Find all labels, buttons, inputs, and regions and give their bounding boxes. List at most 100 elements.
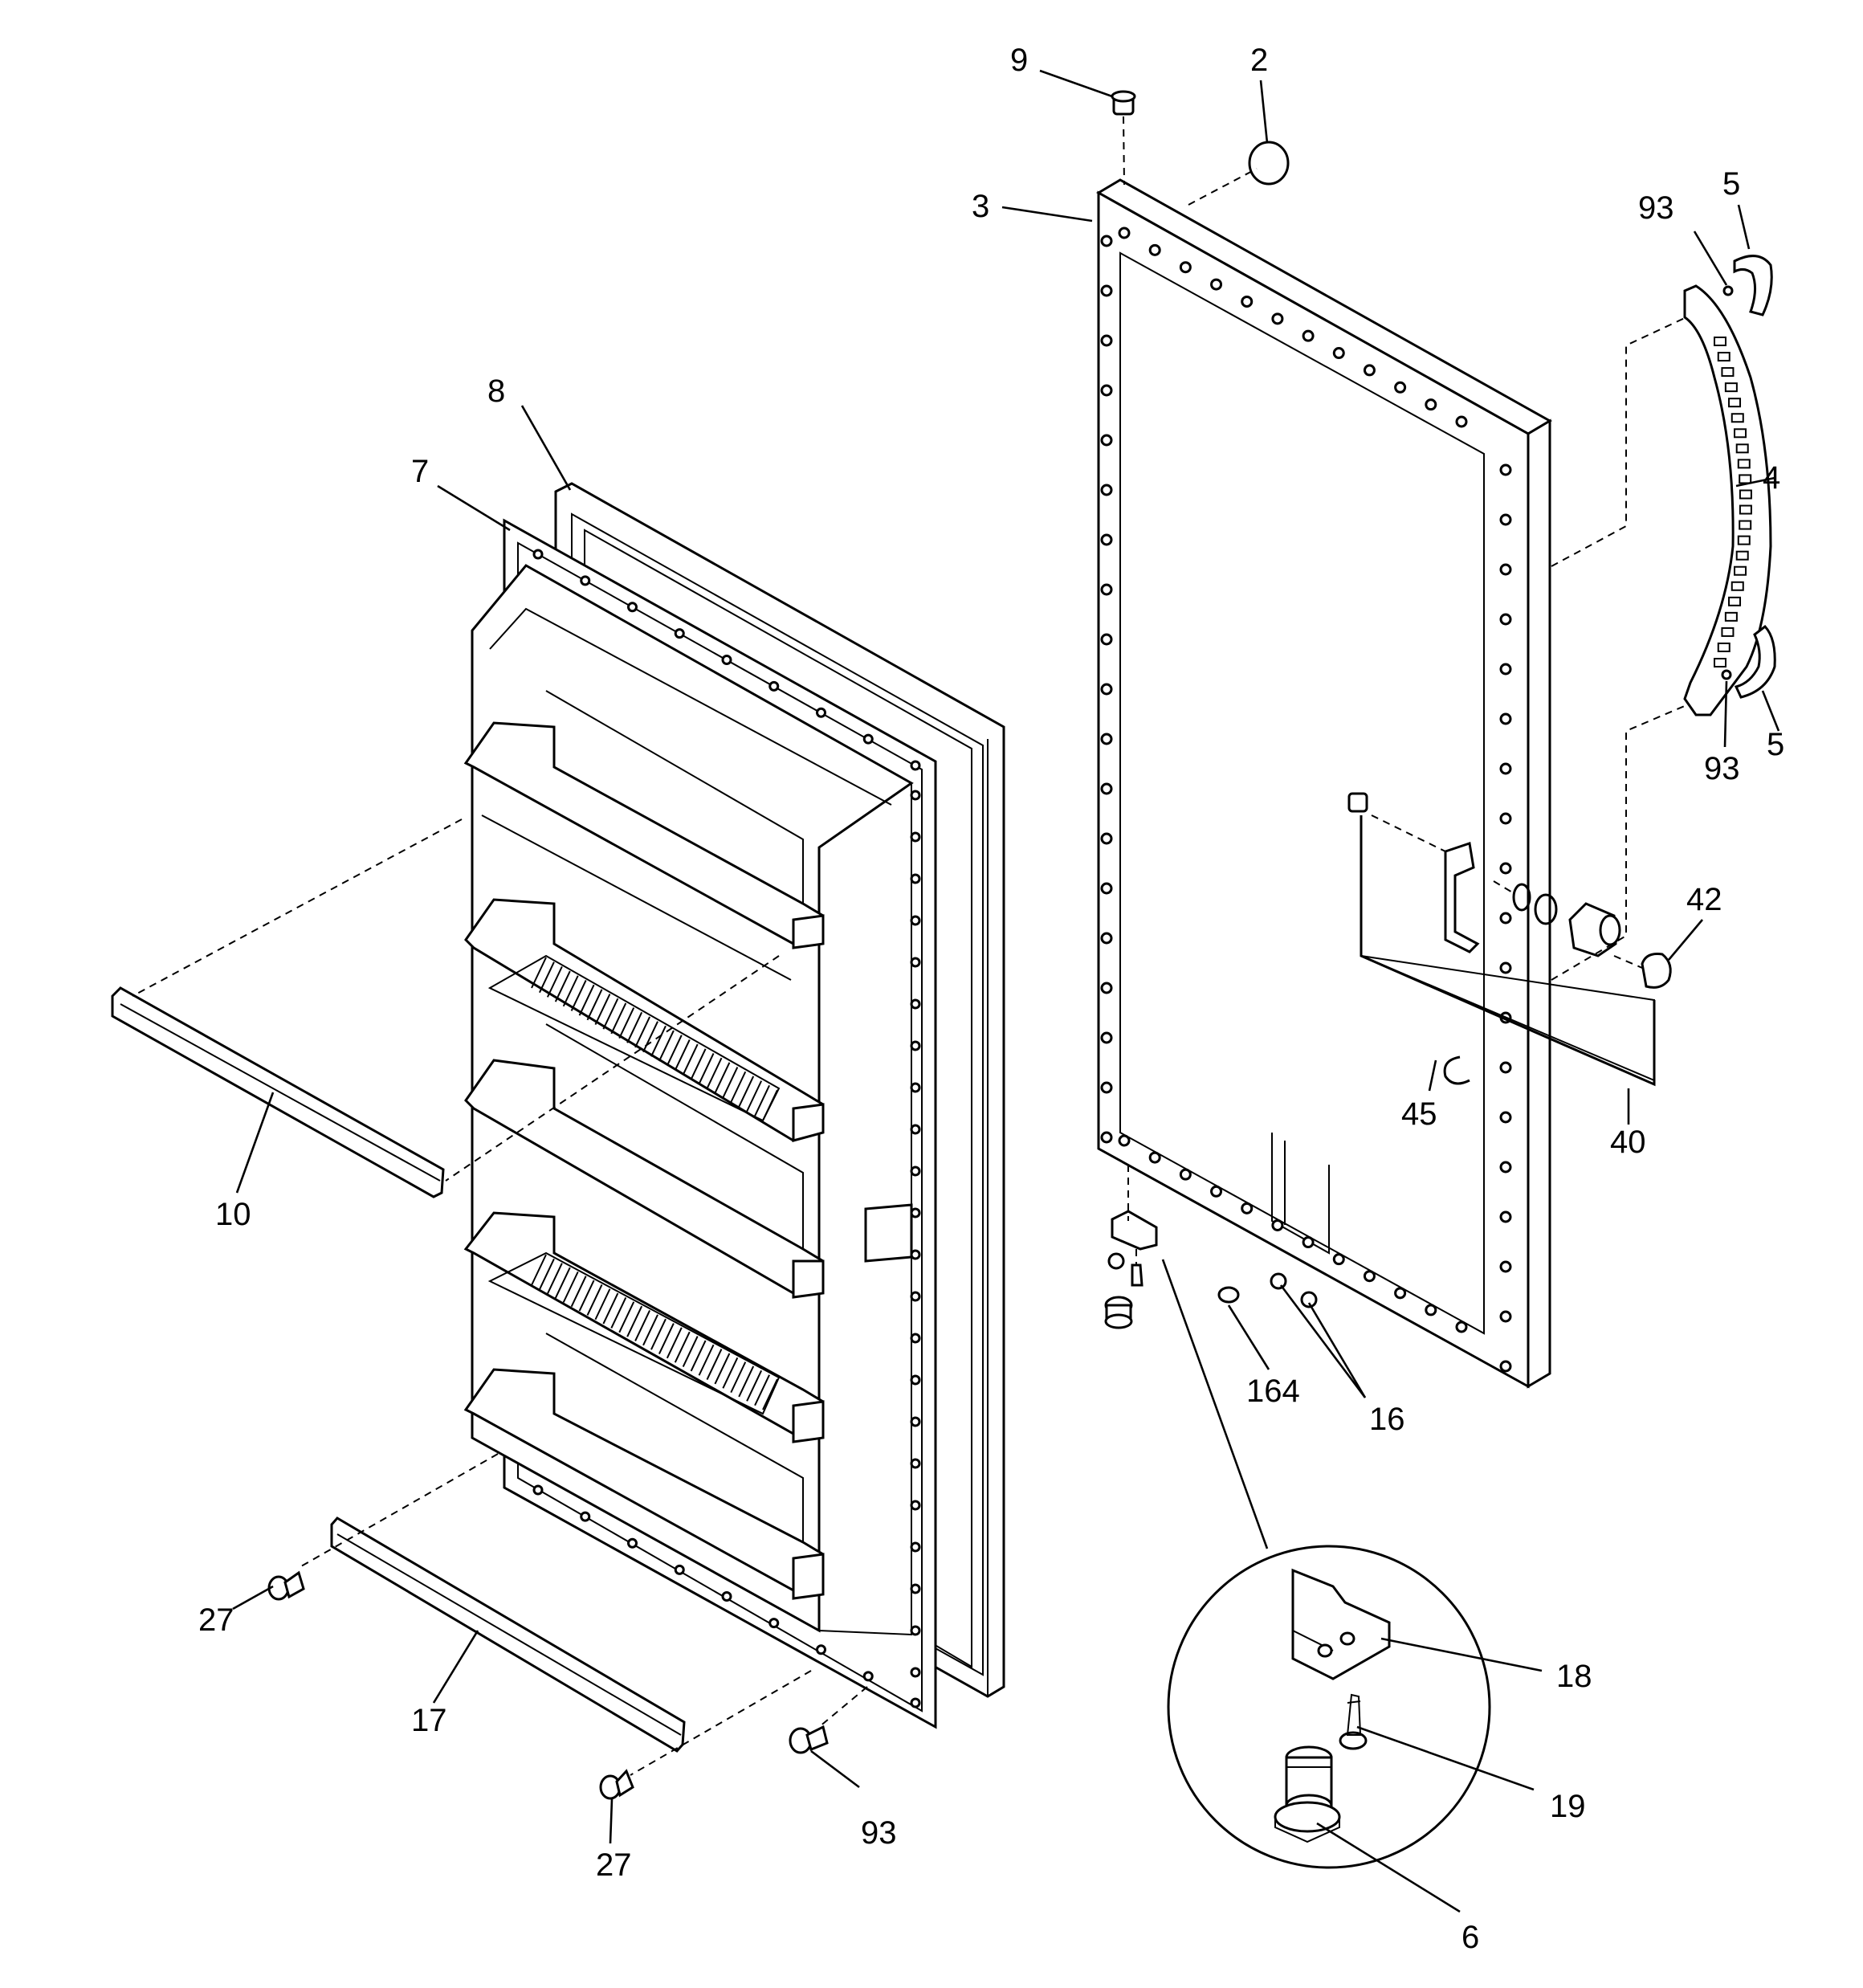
grille-slat — [539, 961, 555, 994]
panel-hole — [1455, 1321, 1468, 1333]
door-latch-strike — [1347, 792, 1480, 953]
grille-slat — [698, 1344, 715, 1376]
grille-slat — [650, 1318, 667, 1350]
callout-93-lower: 93 — [861, 1815, 897, 1851]
grille-slat — [634, 1016, 651, 1048]
grip-cell — [1739, 520, 1752, 530]
grille-slat — [562, 975, 579, 1007]
grip-cell — [1728, 596, 1742, 606]
liner-hole — [580, 575, 591, 586]
panel-hole — [1271, 312, 1284, 325]
grille-slat — [586, 989, 603, 1021]
callout-18: 18 — [1556, 1659, 1592, 1694]
grille-slat — [722, 1067, 739, 1098]
grille-slat — [666, 1035, 683, 1067]
liner-hole — [721, 1591, 732, 1602]
panel-hole — [1100, 932, 1113, 945]
panel-hole — [1100, 284, 1113, 297]
callout-27-left: 27 — [198, 1602, 234, 1638]
grip-cell — [1737, 535, 1751, 545]
grille-slat — [730, 1361, 747, 1394]
panel-hole — [1100, 1131, 1113, 1144]
liner-hole — [816, 707, 826, 718]
top-hinge-bushing — [1111, 90, 1136, 116]
door-shelf-3 — [464, 1023, 825, 1295]
shelf-2-grille — [531, 957, 778, 1121]
panel-hole — [1499, 912, 1512, 925]
liner-hole — [910, 1165, 921, 1177]
panel-hole — [1363, 364, 1376, 377]
rivet-left-lower — [267, 1570, 305, 1601]
callout-5-bottom: 5 — [1767, 727, 1784, 762]
panel-hole — [1499, 1111, 1512, 1124]
liner-hole — [910, 760, 921, 771]
panel-hole — [1100, 434, 1113, 447]
panel-hole — [1179, 261, 1192, 274]
liner-hole — [674, 1564, 685, 1575]
callout-6: 6 — [1461, 1920, 1479, 1955]
grille-slat — [570, 980, 587, 1011]
liner-hole — [768, 680, 780, 692]
liner-hole — [862, 733, 874, 745]
panel-hole — [1332, 347, 1345, 360]
grille-slat — [618, 1301, 635, 1333]
grip-cell — [1714, 658, 1726, 667]
grille-slat — [706, 1349, 723, 1381]
callout-45: 45 — [1401, 1096, 1437, 1132]
grille-slat — [650, 1025, 667, 1057]
liner-hole — [910, 1458, 921, 1469]
liner-hole — [910, 915, 921, 926]
callout-17: 17 — [411, 1703, 447, 1738]
panel-hole — [1100, 1031, 1113, 1044]
grip-cell — [1731, 413, 1744, 423]
grille-slat — [674, 1039, 691, 1071]
liner-side-bins — [792, 914, 825, 1600]
assembly-dashed-lines — [132, 116, 1687, 1776]
liner-hole — [910, 998, 921, 1010]
door-shelf-4 — [463, 1211, 825, 1435]
grille-slat — [762, 1378, 778, 1410]
callout-10: 10 — [215, 1197, 251, 1232]
rivet-bottom-center — [599, 1769, 634, 1800]
liner-hole — [910, 1583, 921, 1594]
panel-hole — [1100, 484, 1113, 496]
callout-5-top: 5 — [1722, 166, 1740, 202]
liner-hole — [862, 1671, 874, 1682]
grille-slat — [626, 1305, 643, 1337]
panel-hole — [1499, 613, 1512, 626]
callout-leader-lines — [232, 69, 1780, 1913]
grille-slat — [682, 1336, 699, 1367]
wire-clip — [1443, 1055, 1470, 1085]
panel-hole — [1394, 1287, 1407, 1300]
liner-hole — [816, 1644, 826, 1655]
panel-hole — [1499, 1161, 1512, 1174]
panel-hole — [1271, 1219, 1284, 1231]
shelf-4-grille — [531, 1254, 778, 1410]
grille-slat — [754, 1374, 770, 1406]
panel-hole — [1394, 381, 1407, 394]
grip-cell — [1734, 428, 1747, 439]
panel-hole — [1100, 334, 1113, 347]
grille-slat — [578, 984, 595, 1016]
detail-magnified-view — [1167, 1545, 1491, 1869]
panel-hole — [1499, 1260, 1512, 1273]
top-hole-plug — [1248, 141, 1290, 186]
grille-slat — [714, 1062, 731, 1094]
panel-hole — [1100, 1081, 1113, 1094]
grip-cell — [1717, 642, 1731, 652]
grille-slat — [546, 1263, 563, 1295]
grille-slat — [746, 1080, 763, 1112]
screw-bottom-right — [789, 1725, 829, 1754]
callout-27-bottom: 27 — [596, 1847, 632, 1883]
lock-assembly — [1360, 815, 1672, 1087]
grille-slat — [554, 1267, 571, 1299]
panel-hole — [1100, 533, 1113, 546]
grille-slat — [602, 998, 619, 1030]
grip-cell — [1737, 459, 1751, 469]
liner-inner-box — [463, 564, 914, 1636]
liner-hole — [627, 602, 638, 613]
panel-hole — [1425, 1304, 1437, 1316]
grip-cell — [1721, 627, 1735, 637]
liner-hole — [910, 957, 921, 968]
